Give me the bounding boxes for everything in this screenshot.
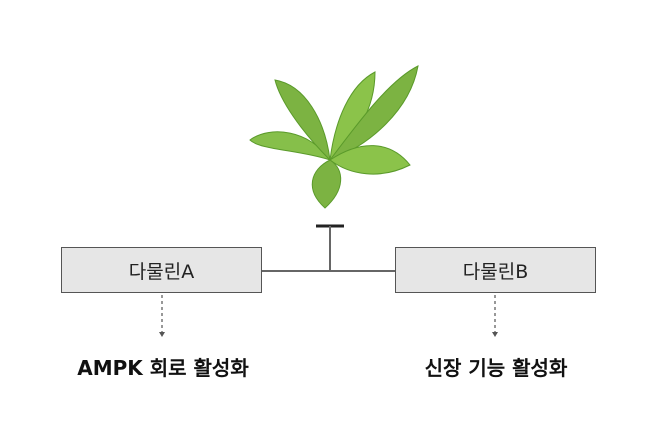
- arrowhead-b: [492, 332, 498, 337]
- effect-label-b: 신장 기능 활성화: [424, 356, 568, 380]
- node-label-b: 다물린B: [462, 260, 529, 283]
- node-box-b: 다물린B: [395, 247, 596, 293]
- arrowhead-a: [159, 332, 165, 337]
- node-label-a: 다물린A: [128, 260, 195, 283]
- leaf-image: [249, 65, 419, 209]
- effect-label-a: AMPK 회로 활성화: [77, 356, 249, 380]
- node-box-a: 다물린A: [61, 247, 262, 293]
